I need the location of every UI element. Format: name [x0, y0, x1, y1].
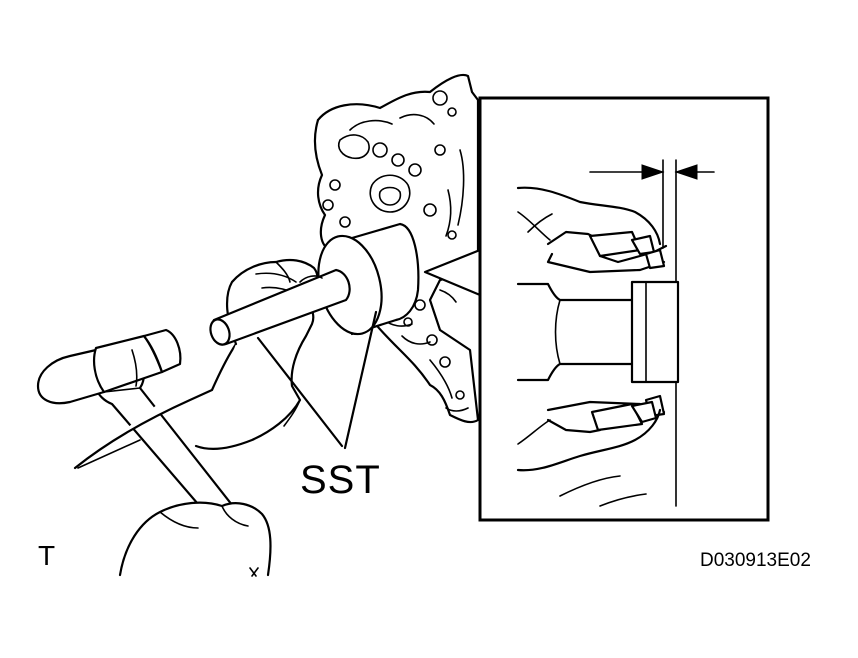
- sleeve-line: [77, 439, 141, 469]
- detail-pointer: [423, 248, 482, 297]
- lower-hand: [118, 501, 272, 577]
- sst-label: SST: [300, 458, 381, 502]
- sst-leader-lines: [256, 310, 378, 450]
- sst-tool: [209, 222, 420, 346]
- figure-code-label: D030913E02: [700, 550, 811, 571]
- corner-mark-label: T: [38, 540, 56, 571]
- detail-inset: [478, 96, 770, 522]
